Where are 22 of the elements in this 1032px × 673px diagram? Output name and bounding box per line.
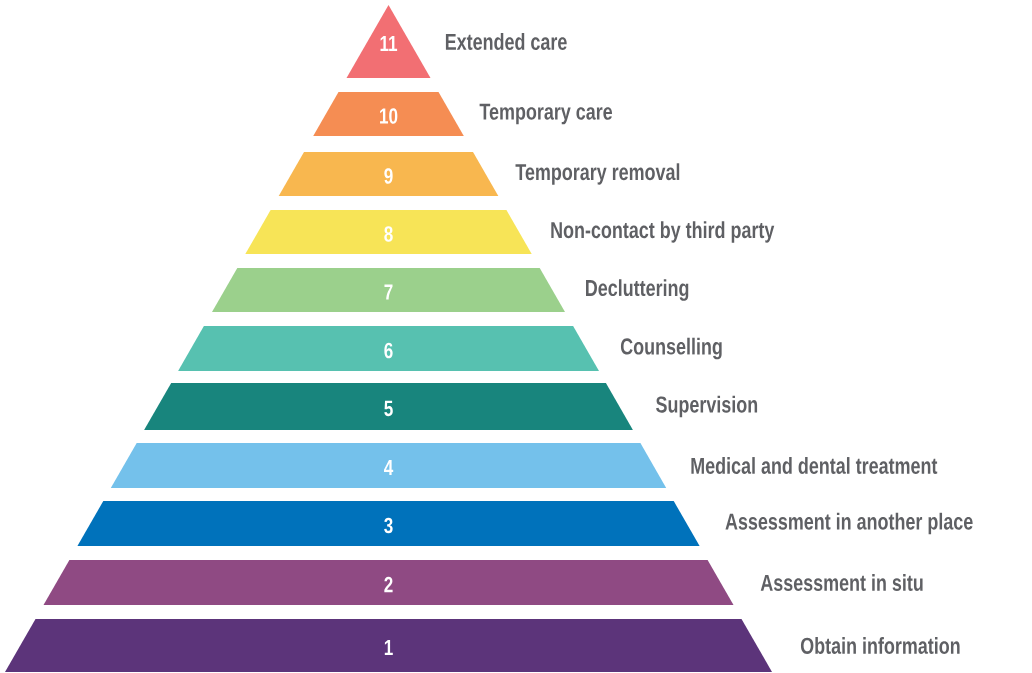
pyramid-level: 2 — [43, 560, 734, 605]
pyramid-level: 9 — [278, 152, 499, 196]
pyramid-level: 8 — [245, 210, 532, 254]
level-label: Counselling — [620, 337, 722, 360]
level-label: Medical and dental treatment — [691, 457, 938, 474]
pyramid-level: 7 — [212, 268, 565, 312]
level-label: Obtain information — [800, 637, 960, 654]
pyramid-level: 3 — [77, 501, 700, 546]
pyramid-level: 6 — [178, 326, 599, 371]
level-label: Supervision — [656, 395, 758, 418]
level-label: Non-contact by third party — [551, 221, 775, 243]
pyramid-level: 10 — [313, 92, 464, 136]
pyramid-level: 5 — [144, 383, 633, 430]
level-label: Assessment in situ — [760, 574, 923, 591]
level-label: Temporary removal — [515, 163, 680, 185]
level-label: Assessment in another place — [725, 512, 973, 535]
pyramid-level: 1 — [5, 619, 772, 672]
level-label: Decluttering — [586, 279, 689, 301]
level-label: Extended care — [445, 33, 567, 50]
pyramid-level: 4 — [110, 443, 667, 488]
level-label: Temporary care — [479, 103, 613, 125]
pyramid-level: 11 — [346, 5, 431, 78]
